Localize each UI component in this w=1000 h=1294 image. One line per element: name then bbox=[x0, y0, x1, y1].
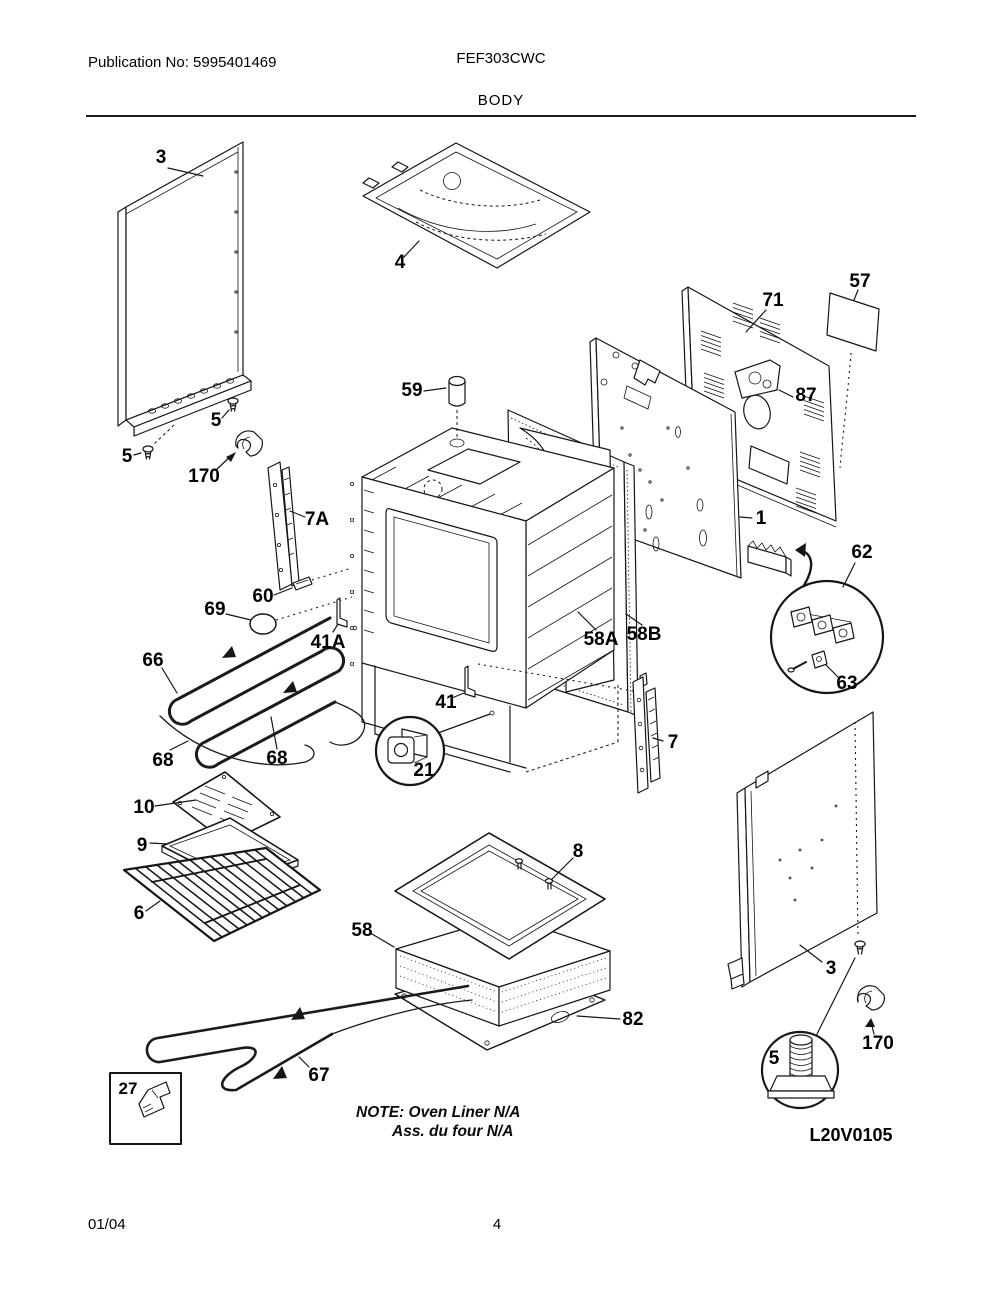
callout-ground-screw-detail: 63 bbox=[836, 673, 857, 694]
callout-screw-left-lower: 5 bbox=[122, 446, 133, 467]
callout-access-cover: 57 bbox=[849, 271, 870, 292]
callout-top-panel: 4 bbox=[395, 252, 406, 273]
terminal-block-detail-62 bbox=[769, 562, 885, 695]
footer-date: 01/04 bbox=[88, 1216, 126, 1233]
spacer-59 bbox=[423, 375, 466, 448]
screw-left-upper bbox=[227, 397, 239, 412]
callout-lead-left: 68 bbox=[152, 750, 173, 771]
callout-bracket-41: 41 bbox=[435, 692, 457, 713]
callout-oven-bottom: 8 bbox=[573, 841, 584, 862]
arrow-to-detail-62 bbox=[795, 543, 806, 557]
publication-number: Publication No: 5995401469 bbox=[88, 54, 277, 71]
bracket-7 bbox=[632, 672, 664, 794]
diagram-id: L20V0105 bbox=[809, 1125, 892, 1145]
callout-rear-cover: 71 bbox=[762, 290, 784, 311]
bracket-170-right bbox=[856, 985, 885, 1035]
callout-bracket-41a: 41A bbox=[311, 632, 346, 653]
oven-bottom-screws bbox=[514, 858, 554, 890]
screw-right-panel bbox=[815, 940, 866, 1037]
callout-bracket-170-right: 170 bbox=[862, 1033, 894, 1054]
screw-left-lower bbox=[142, 445, 154, 460]
footer-page-number: 4 bbox=[492, 1216, 502, 1233]
callout-insulation-58a: 58A bbox=[584, 629, 619, 650]
note-line-2: Ass. du four N/A bbox=[391, 1123, 513, 1140]
model-number: FEF303CWC bbox=[456, 50, 546, 67]
callout-insulation-58b: 58B bbox=[627, 624, 662, 645]
header-rule bbox=[86, 115, 916, 117]
broil-element-67 bbox=[145, 984, 473, 1092]
bracket-41 bbox=[451, 663, 634, 699]
callout-spacer-59: 59 bbox=[401, 380, 422, 401]
callout-broiler-insert: 10 bbox=[133, 797, 154, 818]
terminal-block bbox=[747, 540, 813, 589]
oven-rack bbox=[122, 846, 322, 943]
callout-bracket-7: 7 bbox=[668, 732, 679, 753]
callout-bracket-170-left: 170 bbox=[188, 466, 220, 487]
clip-nut-detail-21 bbox=[374, 713, 491, 787]
callout-side-panel-left: 3 bbox=[156, 147, 167, 168]
bracket-7a bbox=[267, 461, 306, 591]
oven-cavity bbox=[349, 427, 619, 773]
callout-bracket-7a: 7A bbox=[305, 509, 330, 530]
left-side-panel bbox=[117, 141, 252, 447]
section-title: BODY bbox=[477, 92, 525, 109]
plate-87 bbox=[734, 359, 794, 399]
callout-bake-element: 66 bbox=[142, 650, 163, 671]
grommet-69 bbox=[225, 596, 353, 635]
callout-insulation-58: 58 bbox=[351, 920, 372, 941]
clip-27-box bbox=[109, 1072, 182, 1145]
callout-oven-rack: 6 bbox=[134, 903, 145, 924]
callout-side-panel-right: 3 bbox=[826, 958, 837, 979]
callout-broil-element: 67 bbox=[308, 1065, 329, 1086]
access-cover-57 bbox=[826, 289, 880, 469]
callout-screw-left-upper: 5 bbox=[211, 410, 222, 431]
bracket-41a bbox=[332, 597, 358, 633]
top-panel bbox=[362, 142, 591, 269]
callout-terminal-block-detail: 62 bbox=[851, 542, 872, 563]
callout-grommet-69: 69 bbox=[204, 599, 225, 620]
callout-rear-panel: 1 bbox=[756, 508, 767, 529]
bake-element-66 bbox=[159, 616, 366, 769]
oven-bottom-8 bbox=[394, 832, 606, 960]
leveling-leg-detail-5 bbox=[760, 1030, 840, 1110]
right-side-panel bbox=[727, 711, 878, 990]
callout-clip-60: 60 bbox=[252, 586, 273, 607]
callout-bottom-pan: 82 bbox=[622, 1009, 643, 1030]
bracket-170-left bbox=[215, 430, 263, 471]
callout-plate-87: 87 bbox=[795, 385, 816, 406]
callout-clip-nut-detail: 21 bbox=[413, 760, 435, 781]
clip-60 bbox=[273, 567, 353, 596]
callout-clip-27: 27 bbox=[119, 1079, 138, 1098]
callout-leveling-leg-detail: 5 bbox=[769, 1048, 780, 1069]
callout-lead-right: 68 bbox=[266, 748, 287, 769]
callout-broiler-pan: 9 bbox=[137, 835, 148, 856]
note-line-1: NOTE: Oven Liner N/A bbox=[356, 1104, 521, 1121]
